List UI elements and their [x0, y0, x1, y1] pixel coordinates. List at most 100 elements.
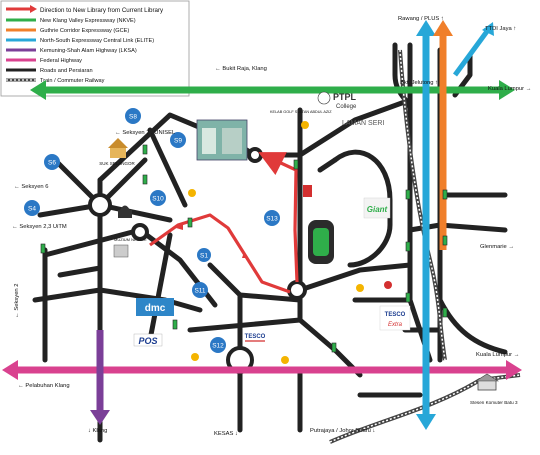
legend-item-elite: North-South Expressway Central Link (ELI… [6, 38, 154, 44]
gce-arrow-north [433, 20, 453, 36]
federal-arrow-east [506, 360, 522, 380]
tesco-extra-logo: TESCO Extra [379, 305, 411, 331]
svg-text:TESCO: TESCO [245, 334, 266, 340]
shell-station-icon-2 [191, 353, 199, 361]
stadium-icon [308, 220, 334, 264]
traffic-light-icon [331, 342, 337, 353]
badge-s11: S11 [192, 282, 208, 298]
mosque-icon [118, 205, 132, 218]
shell-station-icon-5 [301, 121, 309, 129]
section-badges: S6 S4 S8 S9 S10 S11 S12 S13 S1 [24, 108, 280, 353]
legend-item-route: Direction to New Library from Current Li… [6, 5, 164, 14]
badge-s12: S12 [210, 337, 226, 353]
roundabout-muzium [131, 223, 149, 241]
svg-text:TESCO: TESCO [385, 312, 406, 318]
badge-s10: S10 [150, 190, 166, 206]
shell-station-icon [188, 189, 196, 197]
elite-arrow-south [416, 414, 436, 430]
shell-station-icon-3 [281, 356, 289, 364]
pos-logo: POS [133, 333, 163, 347]
station-icon [477, 379, 497, 391]
svg-text:Direction to New Library from: Direction to New Library from Current Li… [40, 7, 164, 14]
svg-text:Train / Commuter Railway: Train / Commuter Railway [40, 78, 105, 84]
giant-logo: Giant [363, 197, 391, 219]
svg-text:SUK SELANGOR: SUK SELANGOR [99, 161, 135, 166]
label-seksyen2: ← Seksyen 2 [14, 284, 20, 318]
svg-text:S11: S11 [194, 288, 205, 295]
svg-text:Federal Highway: Federal Highway [40, 58, 82, 64]
muzium-landmark: MUZIUM NEGERI [113, 237, 146, 258]
svg-text:College: College [336, 104, 357, 110]
ttdi-arrow [482, 22, 494, 36]
direction-labels: ← Bukit Raja, Klang Rawang / PLUS ↑ TTDI… [12, 16, 532, 437]
elite-highway [416, 20, 494, 430]
svg-text:S9: S9 [174, 138, 182, 145]
petronas-icon [384, 281, 392, 289]
traffic-light-icon [405, 189, 411, 200]
roundabout-north [247, 147, 263, 163]
badge-s8: S8 [125, 108, 141, 124]
kfc-icon [303, 185, 312, 197]
label-seksyen23: ← Seksyen 2,3 UiTM [12, 224, 67, 230]
svg-text:PTPL: PTPL [333, 92, 357, 102]
label-kl-top: Kuala Lumpur → [488, 86, 532, 92]
traffic-light-icon [405, 241, 411, 252]
label-seksyen6: ← Seksyen 6 [14, 184, 48, 190]
svg-text:Giant: Giant [367, 205, 388, 214]
traffic-light-icon [405, 292, 411, 303]
ptpl-logo: PTPL College [317, 91, 357, 110]
badge-s1: S1 [197, 248, 211, 262]
legend-item-roads: Roads and Persiaran [6, 68, 93, 74]
badge-s9: S9 [170, 132, 186, 148]
label-pelabuhan: ← Pelabuhan Klang [18, 383, 70, 389]
traffic-light-icon [142, 174, 148, 185]
svg-text:Kemuning-Shah Alam Highway (LK: Kemuning-Shah Alam Highway (LKSA) [40, 48, 137, 54]
legend-item-federal: Federal Highway [6, 58, 82, 64]
laman-seri-logo: LAMAN SERI [342, 120, 384, 127]
federal-arrow-west [2, 360, 18, 380]
svg-text:KELAB GOLF SULTAN ABDUL AZIZ: KELAB GOLF SULTAN ABDUL AZIZ [270, 110, 332, 114]
legend-item-nkve: New Klang Valley Expressway (NKVE) [6, 18, 136, 24]
svg-text:Roads and Persiaran: Roads and Persiaran [40, 68, 93, 74]
svg-text:S8: S8 [129, 114, 137, 121]
lksa-arrow-south [90, 410, 110, 425]
traffic-light-icon [442, 307, 448, 318]
label-bukit-raja: ← Bukit Raja, Klang [215, 66, 267, 72]
golf-club-label: KELAB GOLF SULTAN ABDUL AZIZ [270, 110, 332, 114]
roundabout-s13 [287, 280, 307, 300]
shell-station-icon-4 [356, 284, 364, 292]
label-putrajaya: Putrajaya / Johor Bharu ↓ [310, 428, 376, 434]
label-bkt-jelutong: Bkt. Jelutong ↑ [400, 80, 438, 86]
nkve-arrow-east [499, 80, 515, 100]
svg-text:LAMAN SERI: LAMAN SERI [342, 120, 384, 127]
svg-text:New Klang Valley Expressway (N: New Klang Valley Expressway (NKVE) [40, 18, 136, 24]
svg-text:S12: S12 [212, 343, 224, 350]
tesco-logo-s12: TESCO [245, 334, 266, 342]
traffic-light-icon [172, 319, 178, 330]
roundabouts [88, 147, 307, 374]
svg-text:S4: S4 [28, 206, 36, 213]
traffic-lights [40, 144, 448, 353]
nkve-arrow-west [30, 80, 46, 100]
legend-item-gce: Guthrie Corridor Expressway (GCE) [6, 28, 129, 34]
svg-text:dmc: dmc [145, 303, 166, 314]
label-glenmarie: Glenmarie → [480, 244, 514, 250]
legend: Direction to New Library from Current Li… [0, 0, 190, 97]
label-rawang: Rawang / PLUS ↑ [398, 16, 444, 22]
svg-text:Extra: Extra [388, 322, 403, 328]
svg-text:S6: S6 [48, 160, 56, 167]
elite-arrow-north [416, 20, 436, 36]
label-kl-bottom: Kuala Lumpur → [476, 352, 520, 358]
traffic-light-icon [40, 243, 46, 254]
legend-item-rail: Train / Commuter Railway [6, 78, 105, 84]
direction-route [149, 152, 299, 294]
label-ttdi: TTDI Jaya ↑ [485, 26, 516, 32]
svg-text:POS: POS [138, 336, 157, 346]
landmarks: SUK SELANGOR MUZIUM NEGERI dmc POS TESCO [40, 91, 448, 364]
legend-item-lksa: Kemuning-Shah Alam Highway (LKSA) [6, 48, 137, 54]
lksa-highway [90, 330, 110, 425]
svg-text:MUZIUM NEGERI: MUZIUM NEGERI [114, 237, 146, 242]
traffic-light-icon [442, 235, 448, 246]
label-seksyen7: ← Seksyen 7 , UNISEL [115, 130, 176, 136]
